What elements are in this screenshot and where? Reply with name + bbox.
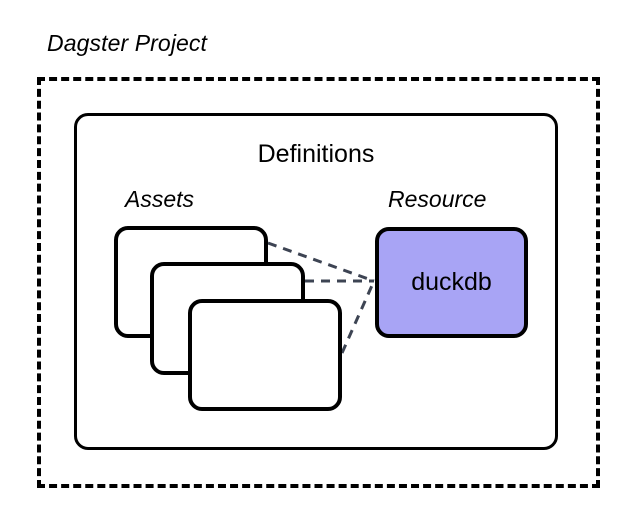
project-boundary [37,77,600,488]
project-title: Dagster Project [47,30,208,56]
asset-card[interactable] [188,299,342,411]
resource-duckdb-box[interactable]: duckdb [375,227,528,338]
definitions-title: Definitions [257,140,375,168]
resource-group-label: Resource [388,186,487,212]
resource-duckdb-label: duckdb [411,268,492,296]
assets-group-label: Assets [125,186,195,212]
